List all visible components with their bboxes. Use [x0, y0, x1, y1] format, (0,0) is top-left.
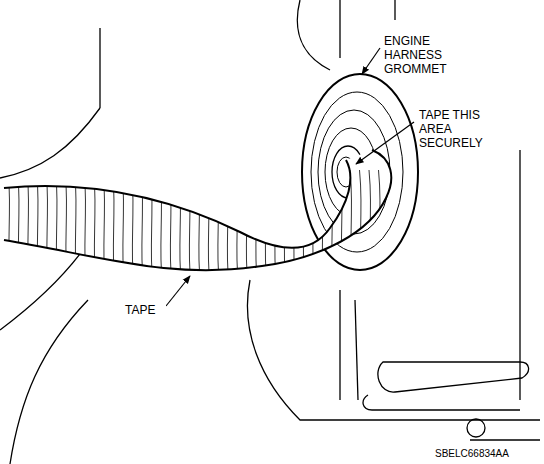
tape-hatch [113, 170, 116, 290]
part-label: ENGINE HARNESS GROMMET [383, 34, 461, 76]
tape-hatch [284, 170, 287, 290]
tape-hatch [122, 170, 125, 290]
tape-hatch [46, 170, 49, 290]
tape-hatch [227, 170, 230, 290]
tape-hatch [103, 170, 106, 290]
tape-hatch [18, 170, 21, 290]
drawing-number: SBELC66834AA [434, 447, 540, 461]
tape-hatch [56, 170, 59, 290]
tape-hatch [350, 170, 353, 290]
tape-hatch [132, 170, 135, 290]
tape-hatch [65, 170, 68, 290]
tape-wrap [4, 150, 391, 290]
leader-line [166, 48, 414, 306]
tape-hatch [265, 170, 268, 290]
tape-hatch [141, 170, 144, 290]
tape-hatch [208, 170, 211, 290]
part-label: TAPE [124, 303, 166, 317]
tape-hatch [151, 170, 154, 290]
tape-hatch [217, 170, 220, 290]
tape-hatch [341, 170, 344, 290]
tape-hatch [179, 170, 182, 290]
tape-hatch [246, 170, 249, 290]
tape-hatch [369, 170, 372, 290]
tape-hatch [198, 170, 201, 290]
tape-hatch [331, 170, 334, 290]
tape-hatch [160, 170, 163, 290]
tape-hatch [189, 170, 192, 290]
tape-hatch [312, 170, 315, 290]
tape-hatch [274, 170, 277, 290]
tape-hatch [303, 170, 306, 290]
tape-hatch [379, 170, 382, 290]
tape-hatch [322, 170, 325, 290]
tape-hatch [37, 170, 40, 290]
tape-hatch [27, 170, 30, 290]
note-label: TAPE THIS AREA SECURELY [418, 108, 502, 150]
tape-hatch [293, 170, 296, 290]
tape-hatch [170, 170, 173, 290]
tape-hatch [255, 170, 258, 290]
